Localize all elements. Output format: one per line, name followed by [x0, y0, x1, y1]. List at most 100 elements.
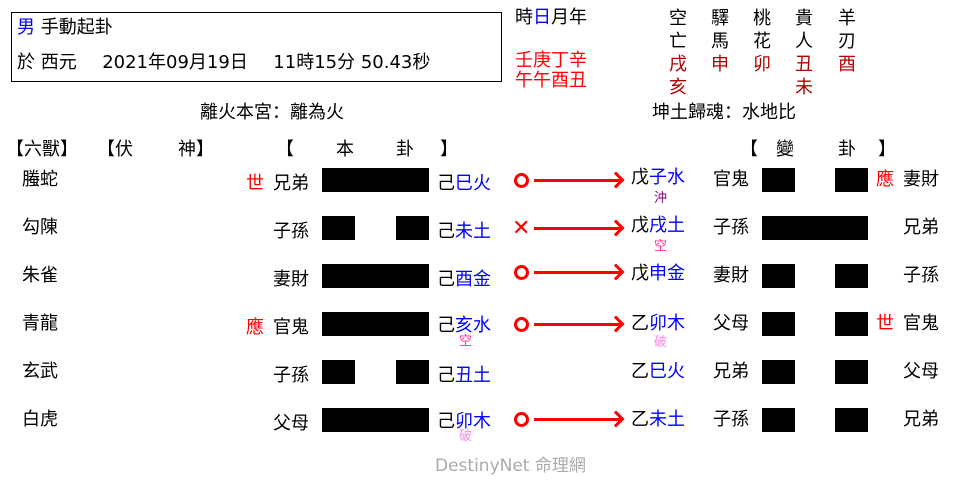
changed-stem-branch: 戊戌土 — [631, 215, 685, 237]
changed-relation: 子孫 — [713, 409, 749, 430]
six-beast: 青龍 — [22, 313, 58, 334]
changed-right-relation: 父母 — [903, 361, 939, 382]
main-branch: 亥水 — [455, 315, 491, 336]
changed-right-relation: 兄弟 — [903, 217, 939, 238]
arrow-right-icon — [607, 410, 625, 428]
changed-yin-line-right — [835, 312, 868, 336]
change-arrow-line — [534, 271, 620, 274]
main-stem: 己 — [437, 365, 455, 386]
po-badge: 破 — [654, 335, 668, 350]
pillar-label-month: 月 — [551, 7, 569, 28]
changed-relation: 父母 — [713, 313, 749, 334]
shensha-name: 花 — [753, 31, 771, 52]
changed-stem: 乙 — [631, 409, 649, 430]
pillar-label-hour: 時 — [515, 7, 533, 28]
shensha-yangren: 羊 刃 酉 — [836, 7, 858, 76]
header-hidden-spirit-close: 神】 — [178, 139, 214, 160]
kong-badge: 空 — [654, 239, 668, 254]
changed-hexagram-name: 坤土歸魂：水地比 — [652, 102, 796, 123]
shensha-value: 戌 — [669, 54, 687, 75]
main-stem-branch: 己未土 — [437, 221, 491, 243]
changed-stem: 戊 — [631, 263, 649, 284]
shensha-value: 申 — [711, 54, 729, 75]
changed-yin-line-right — [835, 360, 868, 384]
shensha-name: 刃 — [838, 31, 856, 52]
changed-branch: 巳火 — [649, 361, 685, 382]
main-stem-branch: 己卯木 — [437, 411, 491, 433]
watermark: DestinyNet 命理網 — [435, 456, 586, 476]
changed-branch: 卯木 — [649, 313, 685, 334]
main-relation: 子孫 — [273, 221, 309, 242]
moving-yang-circle-icon — [514, 317, 529, 332]
method-label: 手動起卦 — [40, 17, 113, 38]
main-hexagram-name: 離火本宮：離為火 — [200, 102, 344, 123]
six-beast: 螣蛇 — [22, 169, 58, 190]
shensha-value: 卯 — [753, 54, 771, 75]
header-changed-open: 【 — [740, 139, 758, 160]
changed-branch: 戌土 — [649, 215, 685, 236]
time-value: 11時15分 50.43秒 — [273, 52, 431, 73]
changed-stem: 戊 — [631, 215, 649, 236]
chong-badge: 沖 — [654, 191, 668, 206]
six-beast: 玄武 — [22, 361, 58, 382]
main-stem: 己 — [437, 173, 455, 194]
main-yang-line — [322, 264, 429, 288]
six-beast: 白虎 — [22, 409, 58, 430]
moving-yang-circle-icon — [514, 265, 529, 280]
changed-yin-line-right — [835, 168, 868, 192]
changed-branch: 子水 — [649, 167, 685, 188]
shensha-kongwang: 空 亡 戌 亥 — [667, 7, 689, 99]
changed-branch: 申金 — [649, 263, 685, 284]
main-relation: 兄弟 — [273, 173, 309, 194]
main-yang-line — [322, 168, 429, 192]
main-branch: 巳火 — [455, 173, 491, 194]
shensha-value: 酉 — [838, 54, 856, 75]
main-stem: 己 — [437, 221, 455, 242]
main-stem-branch: 己酉金 — [437, 269, 491, 291]
header-main-open: 【 — [276, 139, 294, 160]
changed-yin-line-right — [835, 408, 868, 432]
changed-yin-line-right — [835, 264, 868, 288]
shensha-name: 桃 — [753, 8, 771, 29]
shensha-yima: 驛 馬 申 — [709, 7, 731, 76]
main-stem: 己 — [437, 315, 455, 336]
moving-yin-cross-icon: ✕ — [512, 216, 531, 241]
pillar-labels: 時日月年 — [515, 7, 587, 29]
main-branch: 酉金 — [455, 269, 491, 290]
shensha-name: 羊 — [838, 8, 856, 29]
arrow-right-icon — [607, 219, 625, 237]
ying-marker: 應 — [246, 317, 264, 338]
header-changed-close: 】 — [878, 139, 896, 160]
header-main-ben: 本 — [336, 139, 354, 160]
changed-relation: 妻財 — [713, 265, 749, 286]
changed-relation: 子孫 — [713, 217, 749, 238]
changed-right-relation: 子孫 — [903, 265, 939, 286]
changed-stem: 乙 — [631, 313, 649, 334]
changed-yin-line-left — [762, 312, 795, 336]
pillar-branches: 午午酉丑 — [515, 70, 587, 91]
ying-marker: 應 — [876, 169, 894, 190]
main-branch: 卯木 — [455, 411, 491, 432]
header-main-gua: 卦 — [396, 139, 414, 160]
header-changed-bian: 變 — [776, 139, 794, 160]
changed-yin-line-left — [762, 168, 795, 192]
header-main-close: 】 — [440, 139, 458, 160]
shensha-name: 亡 — [669, 31, 687, 52]
main-relation: 妻財 — [273, 269, 309, 290]
arrow-right-icon — [607, 171, 625, 189]
main-stem-branch: 己巳火 — [437, 173, 491, 195]
shensha-guiren: 貴 人 丑 未 — [793, 7, 815, 99]
changed-yin-line-left — [762, 360, 795, 384]
gender-label: 男 — [17, 17, 35, 38]
change-arrow-line — [534, 179, 620, 182]
change-arrow-line — [534, 418, 620, 421]
shensha-value: 未 — [795, 77, 813, 98]
kong-badge: 空 — [459, 334, 473, 349]
six-beast: 朱雀 — [22, 265, 58, 286]
changed-branch: 未土 — [649, 409, 685, 430]
main-yin-line-left — [322, 216, 355, 240]
shensha-name: 空 — [669, 8, 687, 29]
main-stem: 己 — [437, 269, 455, 290]
changed-relation: 兄弟 — [713, 361, 749, 382]
main-yin-line-left — [322, 360, 355, 384]
